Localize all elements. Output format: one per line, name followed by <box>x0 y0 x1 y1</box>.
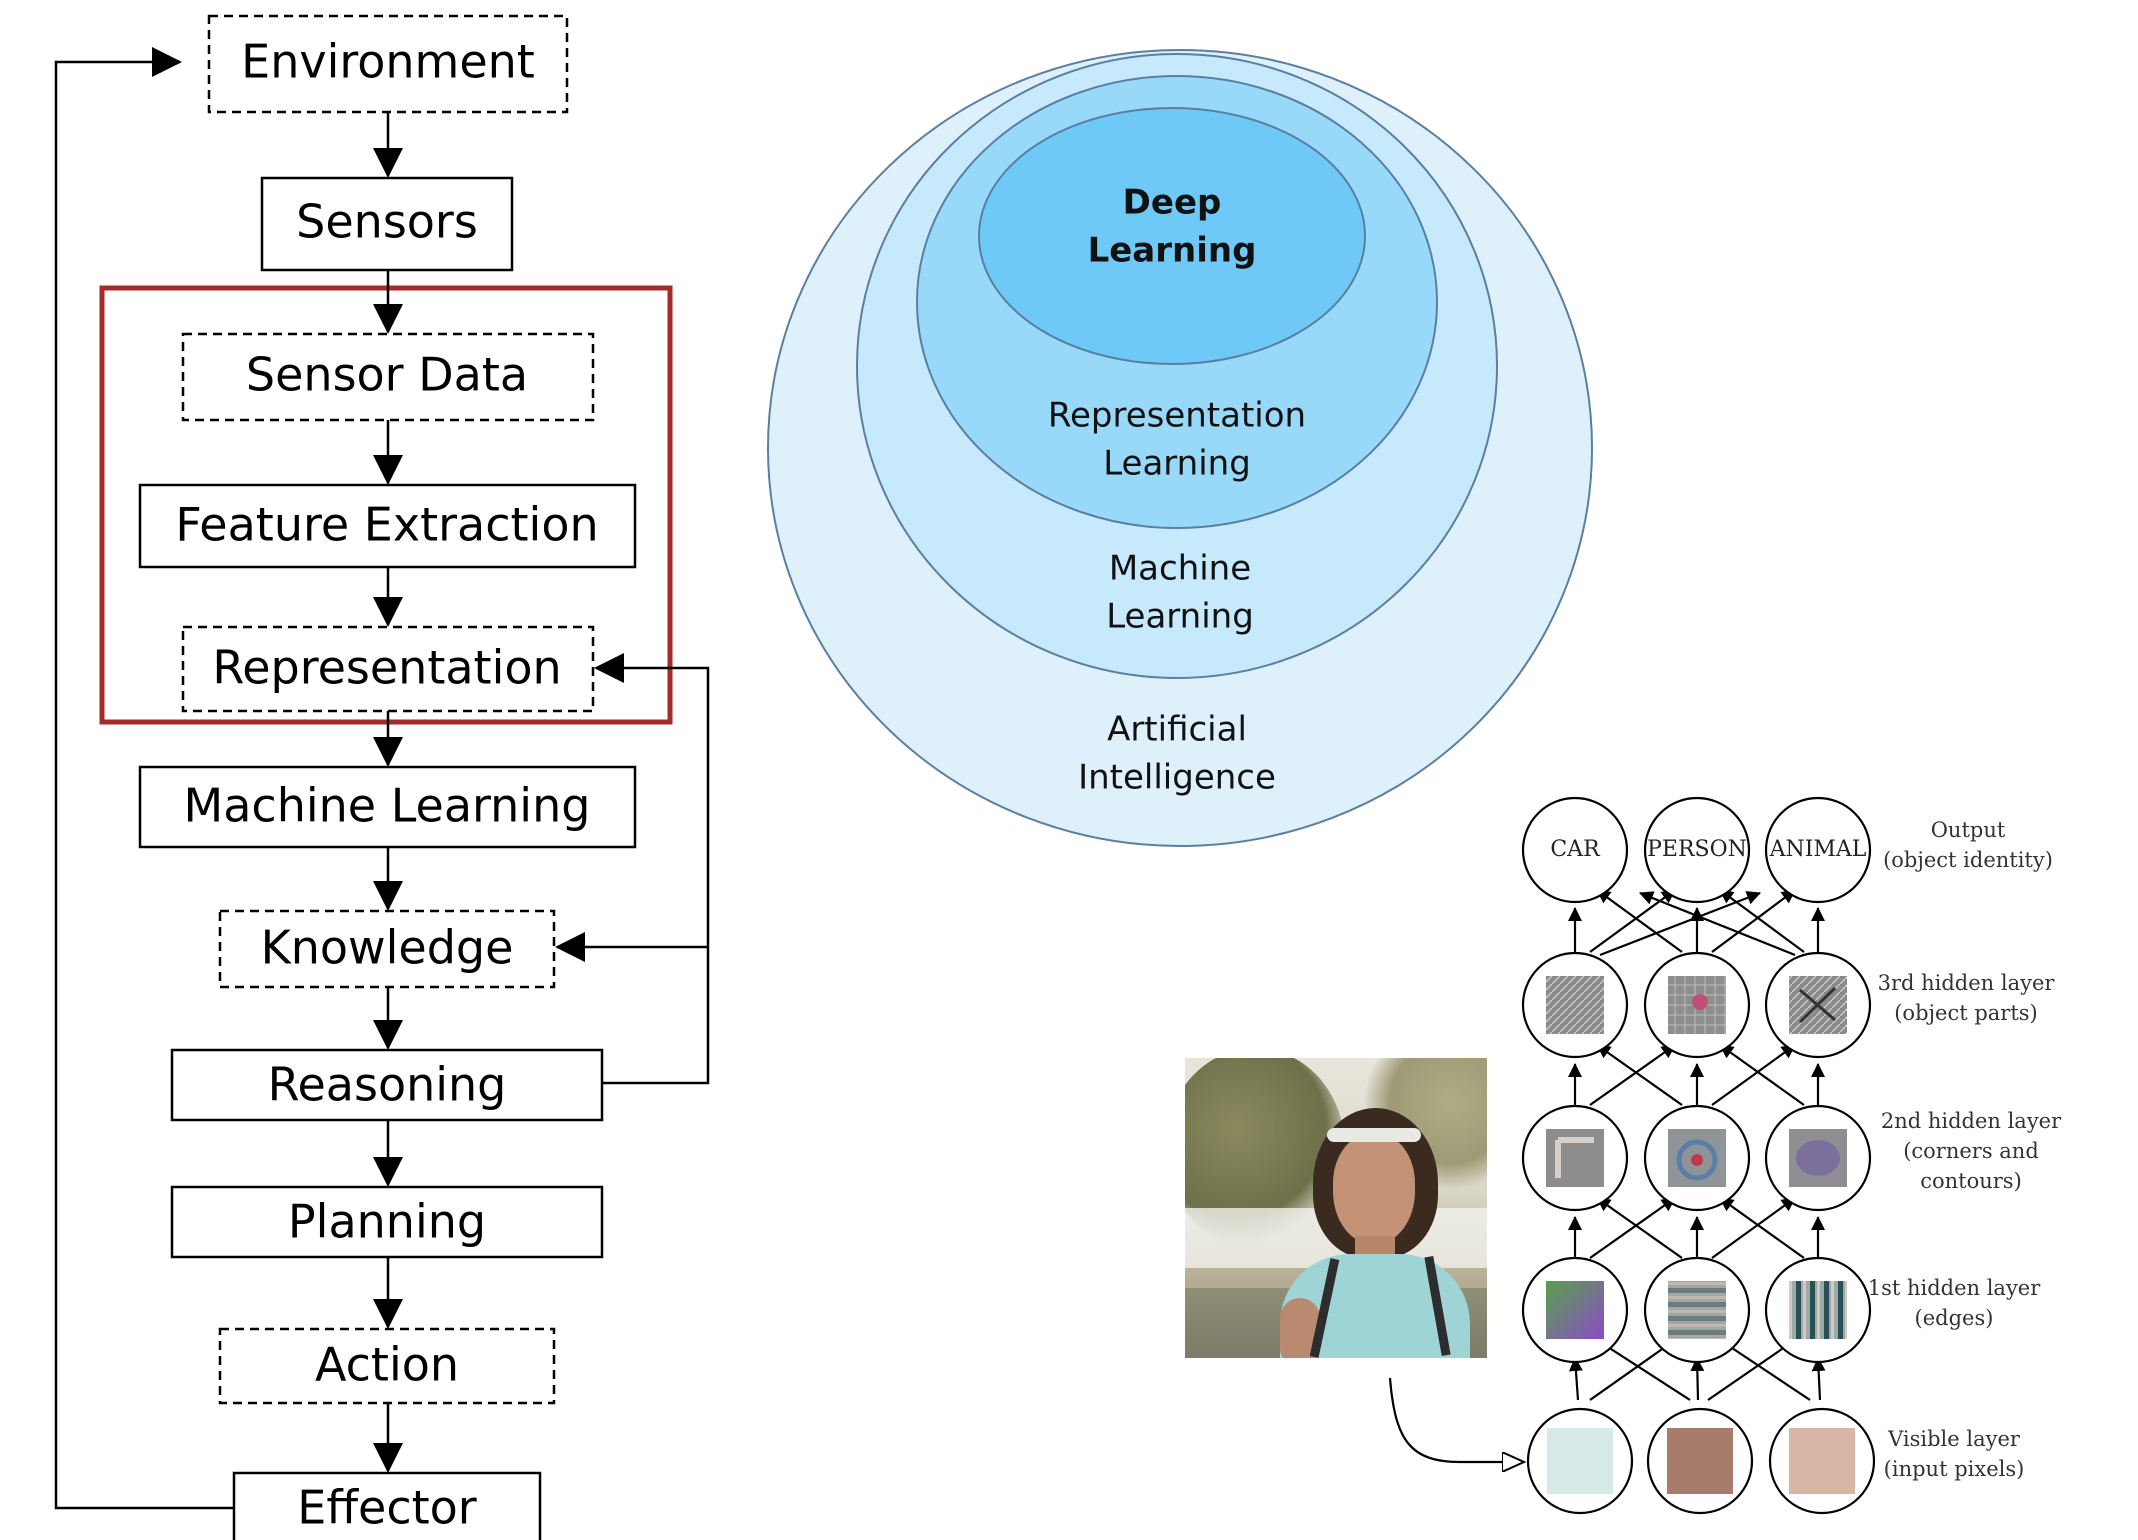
ai-label-2: Intelligence <box>1078 758 1276 798</box>
layer-labels: Output (object identity) 3rd hidden laye… <box>1868 818 2062 1481</box>
hidden1-label-1: 1st hidden layer <box>1868 1276 2042 1300</box>
planning-label: Planning <box>288 1195 486 1249</box>
hidden3-feature-image <box>1546 976 1604 1034</box>
ai-pipeline-flowchart: Environment Sensors Sensor Data Feature … <box>54 14 710 1540</box>
photo-to-input-arrow <box>1388 1377 1524 1462</box>
arrow-effector-environment-loop <box>54 47 234 1510</box>
hidden1-label-2: (edges) <box>1915 1306 1994 1330</box>
hidden-layer-2 <box>1521 1104 1872 1212</box>
deep-learning-label-2: Learning <box>1088 231 1257 271</box>
action-label: Action <box>315 1338 459 1392</box>
hidden2-label-1: 2nd hidden layer <box>1881 1109 2062 1133</box>
hidden3-feature-stroke <box>1798 986 1837 1024</box>
output-label-car: CAR <box>1550 837 1601 862</box>
machine-learning-label-1: Machine <box>1109 549 1251 589</box>
effector-box <box>232 1471 542 1540</box>
ai-venn-diagram: Deep Learning Representation Learning Ma… <box>767 49 1593 847</box>
hidden2-label-3: contours) <box>1920 1169 2022 1193</box>
output-layer: CAR PERSON ANIMAL <box>1521 796 1872 904</box>
deep-network-diagram: CAR PERSON ANIMAL <box>1388 796 2062 1515</box>
input-pixel-2 <box>1667 1428 1733 1494</box>
hidden2-feature-contour <box>1676 1139 1718 1181</box>
hidden2-feature-center <box>1691 1154 1703 1166</box>
network-connections <box>1388 889 1826 1462</box>
hidden1-feature-image <box>1668 1281 1726 1339</box>
output-node-person <box>1643 796 1751 904</box>
sensors-box <box>260 176 514 272</box>
environment-label: Environment <box>241 35 535 89</box>
hidden3-label-2: (object parts) <box>1894 1001 2038 1025</box>
machine-learning-label: Machine Learning <box>184 779 591 833</box>
visible-label-1: Visible layer <box>1887 1427 2021 1451</box>
output-label-person: PERSON <box>1647 837 1747 862</box>
hidden-layer-1 <box>1521 1256 1872 1364</box>
hidden3-feature-spot <box>1692 994 1708 1010</box>
ai-label-1: Artificial <box>1107 710 1247 750</box>
photo-person-face <box>1333 1134 1415 1244</box>
machine-learning-label-2: Learning <box>1106 597 1254 637</box>
reasoning-label: Reasoning <box>268 1058 507 1112</box>
effector-label: Effector <box>297 1481 477 1535</box>
machine-learning-box <box>138 765 637 849</box>
hidden3-label-1: 3rd hidden layer <box>1878 971 2056 995</box>
deep-learning-label-1: Deep <box>1123 183 1222 223</box>
representation-label: Representation <box>212 641 561 695</box>
hidden1-feature-image <box>1789 1281 1847 1339</box>
input-photo-person <box>1185 1058 1487 1358</box>
input-pixel-3 <box>1789 1428 1855 1494</box>
representation-learning-label-1: Representation <box>1048 396 1306 436</box>
planning-box <box>170 1185 604 1259</box>
knowledge-label: Knowledge <box>261 921 514 975</box>
arrow-reasoning-feedback <box>594 653 710 1085</box>
hidden1-feature-image <box>1546 1281 1604 1339</box>
sensors-label: Sensors <box>296 195 478 249</box>
output-layer-label-1: Output <box>1931 818 2006 842</box>
input-pixel-1 <box>1547 1428 1613 1494</box>
output-label-animal: ANIMAL <box>1769 837 1867 862</box>
output-layer-label-2: (object identity) <box>1883 848 2053 872</box>
sensor-data-label: Sensor Data <box>246 348 528 402</box>
sensor-data-box <box>181 332 595 422</box>
feature-extraction-label: Feature Extraction <box>175 498 598 552</box>
representation-highlight-box <box>99 285 673 725</box>
photo-person-visor <box>1327 1128 1421 1142</box>
representation-learning-label-2: Learning <box>1103 444 1251 484</box>
output-node-animal <box>1764 796 1872 904</box>
hidden2-label-2: (corners and <box>1903 1139 2039 1163</box>
output-node-car <box>1521 796 1629 904</box>
flow-arrows <box>54 47 710 1510</box>
reasoning-box <box>170 1048 604 1122</box>
knowledge-box <box>218 909 556 989</box>
hidden2-feature-blob <box>1796 1140 1840 1176</box>
deep-learning-circle <box>978 107 1366 365</box>
hidden2-feature-corner <box>1555 1137 1594 1178</box>
visible-label-2: (input pixels) <box>1884 1457 2025 1481</box>
hidden-layer-3 <box>1521 951 1872 1059</box>
visible-layer <box>1526 1407 1876 1515</box>
